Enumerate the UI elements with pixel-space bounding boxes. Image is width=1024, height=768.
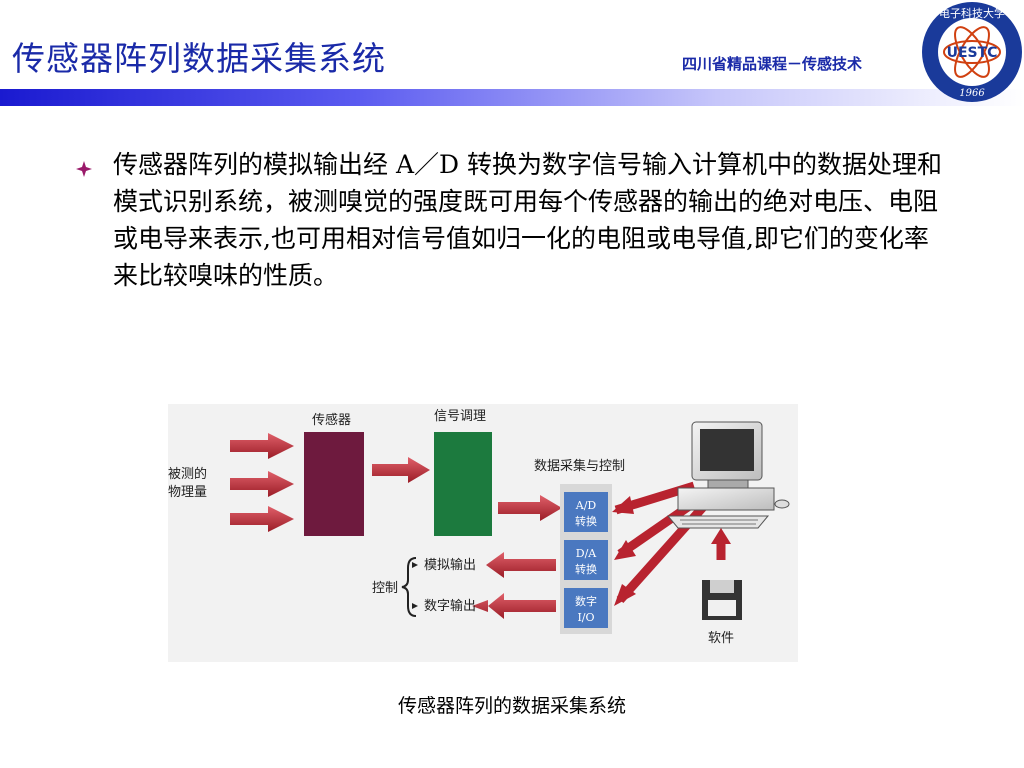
digital-output-label: 数字输出 <box>424 598 476 614</box>
dio-label-2: I/O <box>577 611 594 624</box>
da-label-2: 转换 <box>575 562 597 576</box>
conditioning-block <box>434 432 492 536</box>
software-arrow-head <box>711 528 731 544</box>
measured-quantity-label-2: 物理量 <box>168 485 207 500</box>
measured-quantity-label-1: 被测的 <box>168 466 207 482</box>
floppy-disk-icon <box>702 580 742 620</box>
university-logo-icon: 电子科技大学 UESTC 1966 <box>922 2 1022 102</box>
computer-to-da-head <box>614 540 636 560</box>
computer-to-ad-head <box>612 496 634 514</box>
slide-title: 传感器阵列数据采集系统 <box>12 39 386 78</box>
control-label: 控制 <box>372 581 398 596</box>
analog-output-arrow <box>486 552 556 578</box>
da-module <box>564 540 608 580</box>
header-gradient-bar <box>0 89 1024 106</box>
dio-module <box>564 588 608 628</box>
ad-module <box>564 492 608 532</box>
diamond-bullet-icon <box>76 161 92 177</box>
sensor-block <box>304 432 364 536</box>
body-paragraph: 传感器阵列的模拟输出经 A／D 转换为数字信号输入计算机中的数据处理和模式识别系… <box>113 150 942 290</box>
computer-to-dio-head <box>614 584 636 606</box>
course-name: 四川省精品课程－传感技术 <box>682 55 863 73</box>
ad-label-1: A/D <box>575 499 597 512</box>
daq-label: 数据采集与控制 <box>534 458 625 474</box>
sensor-to-conditioning-arrow <box>372 457 430 483</box>
digital-out-pointer <box>412 603 418 609</box>
control-brace <box>401 557 417 617</box>
digital-output-arrow <box>472 593 556 619</box>
logo-center-text: UESTC <box>947 45 998 61</box>
analog-out-pointer <box>412 562 418 568</box>
software-label: 软件 <box>708 631 734 646</box>
conditioning-to-ad-arrow <box>498 495 562 521</box>
ad-label-2: 转换 <box>575 514 597 528</box>
input-arrows <box>230 433 294 532</box>
figure-caption: 传感器阵列的数据采集系统 <box>397 695 626 717</box>
conditioning-label: 信号调理 <box>434 409 486 424</box>
logo-top-text: 电子科技大学 <box>939 6 1005 20</box>
dio-label-1: 数字 <box>575 594 597 608</box>
sensor-label: 传感器 <box>312 412 351 428</box>
analog-output-label: 模拟输出 <box>424 557 476 573</box>
daq-system-diagram: 被测的 物理量 传感器 信号调理 数据采集与控制 A/D 转换 D/A 转换 数… <box>168 404 798 662</box>
computer-icon <box>666 421 790 529</box>
da-label-1: D/A <box>576 547 598 560</box>
logo-year: 1966 <box>959 88 985 99</box>
